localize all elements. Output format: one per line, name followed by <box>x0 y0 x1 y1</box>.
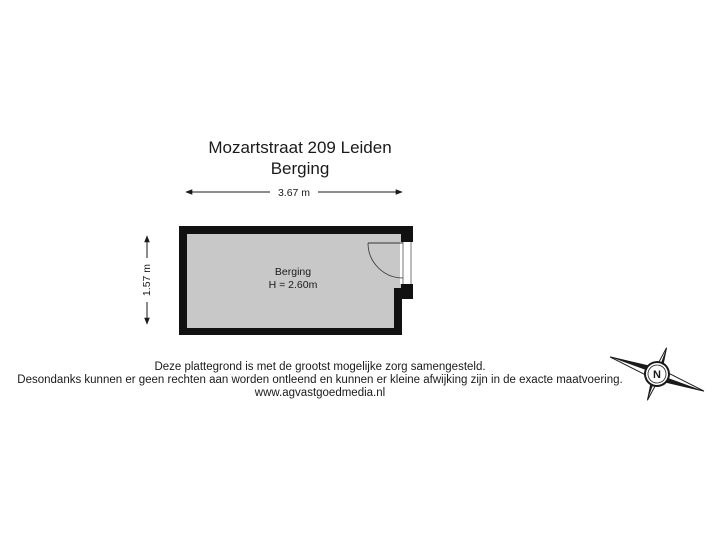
width-dimension-label: 3.67 m <box>278 187 310 199</box>
disclaimer-line-1: Deze plattegrond is met de grootst mogel… <box>154 361 486 373</box>
door-swing-arc <box>367 242 404 279</box>
height-dimension-label: 1.57 m <box>141 264 153 296</box>
compass-rose-icon: N <box>609 347 705 401</box>
room-name-label: Berging <box>275 266 311 278</box>
plan-address-title: Mozartstraat 209 Leiden <box>208 138 392 157</box>
door-opening <box>400 242 414 284</box>
website-link[interactable]: www.agvastgoedmedia.nl <box>254 387 386 399</box>
room-floor <box>187 234 401 328</box>
plan-floor-title: Berging <box>270 159 330 178</box>
compass-north-label: N <box>653 369 661 381</box>
disclaimer-line-2: Desondanks kunnen er geen rechten aan wo… <box>17 374 623 386</box>
room-ceiling-height-label: H = 2.60m <box>269 279 318 291</box>
